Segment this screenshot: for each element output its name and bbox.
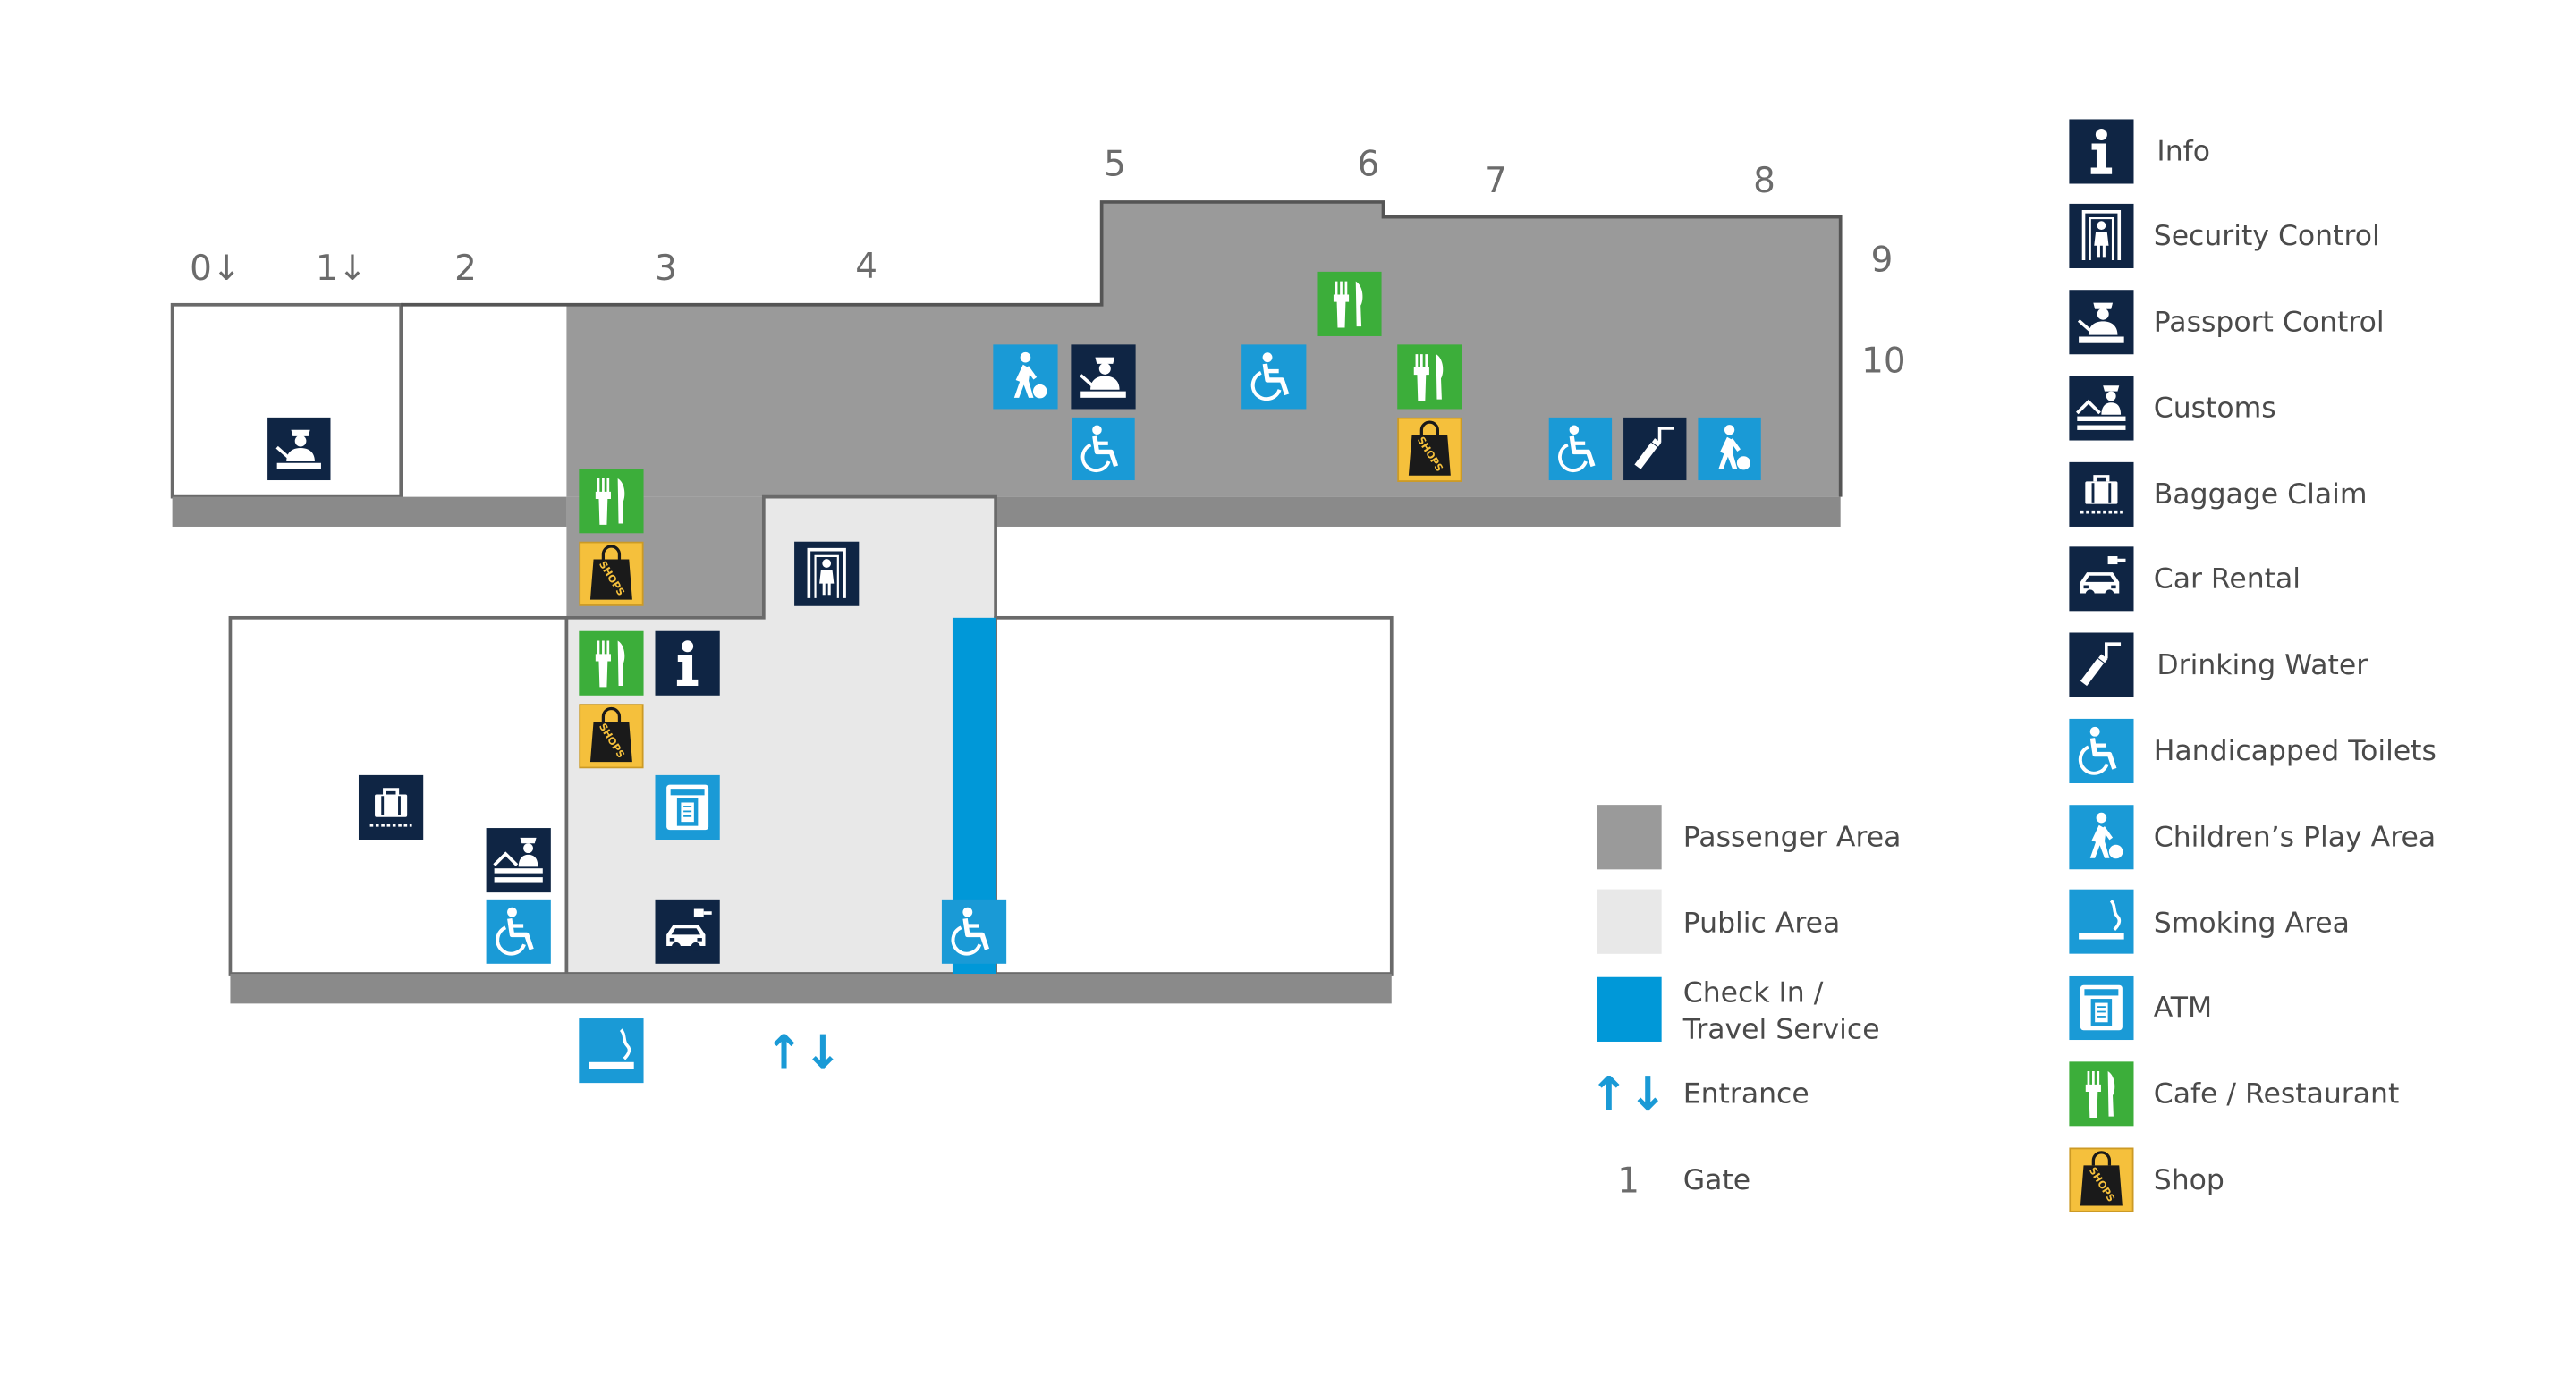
passport-control-icon (1070, 344, 1137, 410)
legend-label-public: Public Area (1683, 908, 1841, 940)
legend-car-rental-icon (2069, 546, 2134, 612)
atm-icon (655, 774, 720, 841)
area-legend: Passenger Area Public Area Check In / Tr… (1589, 805, 1902, 1202)
legend-gate-number: 1 (1617, 1162, 1640, 1202)
gate-label-4: 4 (855, 247, 877, 287)
legend-label-checkin-1: Check In / (1683, 977, 1824, 1010)
legend-label-gate: Gate (1683, 1164, 1750, 1196)
handicapped-toilet-icon (1241, 344, 1306, 409)
gate-label-0: 0↓ (190, 249, 241, 289)
legend-label-cafe: Cafe / Restaurant (2154, 1077, 2400, 1110)
legend-label-smoking: Smoking Area (2154, 908, 2350, 940)
legend-label-drinking-water: Drinking Water (2157, 649, 2368, 681)
passport-control-icon (267, 417, 332, 481)
gate-label-7: 7 (1485, 161, 1507, 201)
legend-label-baggage: Baggage Claim (2154, 478, 2368, 511)
smoking-area-icon (578, 1018, 645, 1084)
gate-label-3: 3 (655, 249, 677, 289)
drinking-water-icon (1622, 417, 1689, 481)
shop-icon (578, 704, 645, 769)
legend-label-checkin-2: Travel Service (1682, 1013, 1880, 1045)
baggage-claim-icon (358, 774, 425, 841)
cafe-icon (578, 630, 645, 696)
handicapped-toilet-icon (487, 900, 551, 964)
shop-icon (1396, 417, 1463, 482)
gate-label-10: 10 (1861, 342, 1905, 382)
gate-label-5: 5 (1104, 144, 1126, 184)
legend-smoking-icon (2069, 889, 2134, 954)
handicapped-toilet-icon (942, 900, 1006, 964)
legend-baggage-icon (2069, 461, 2134, 527)
legend-play-area-icon (2069, 805, 2133, 869)
map-icons: ↑↓ (267, 271, 1761, 1084)
legend-shop-icon (2069, 1147, 2134, 1212)
legend-entrance-arrows: ↑↓ (1589, 1068, 1667, 1121)
gate-labels: 0↓ 1↓ 2 3 4 5 6 7 8 9 10 (190, 144, 1905, 381)
legend-passport-icon (2069, 290, 2134, 355)
legend-swatch-checkin (1597, 976, 1662, 1042)
passenger-area-outline (401, 200, 1843, 497)
legend-label-play-area: Children’s Play Area (2154, 821, 2436, 853)
legend-label-car-rental: Car Rental (2154, 562, 2301, 595)
legend-label-atm: ATM (2154, 992, 2212, 1024)
legend-info-icon (2069, 119, 2134, 184)
car-rental-icon (655, 899, 720, 964)
security-control-icon (793, 541, 860, 606)
play-area-icon (1698, 418, 1760, 480)
info-icon (655, 630, 720, 696)
legend-swatch-passenger (1597, 805, 1662, 870)
customs-icon (485, 828, 552, 893)
legend-customs-icon (2069, 376, 2134, 441)
gate-label-1: 1↓ (316, 249, 367, 289)
legend-label-passport: Passport Control (2154, 306, 2385, 338)
cafe-icon (1317, 271, 1382, 336)
shop-icon (578, 541, 645, 606)
legend-security-icon (2069, 203, 2134, 269)
legend-wheelchair-icon (2069, 719, 2133, 783)
lower-right-room (994, 615, 1394, 976)
entrance-arrows: ↑↓ (765, 1026, 843, 1080)
legend-cafe-icon (2069, 1061, 2134, 1127)
handicapped-toilet-icon (1549, 418, 1612, 480)
legend-label-security: Security Control (2154, 220, 2380, 252)
play-area-icon (993, 344, 1057, 409)
upper-wall-left (172, 496, 567, 527)
lower-wall (230, 974, 1392, 1004)
upper-wall-right (996, 496, 1841, 527)
legend-label-customs: Customs (2154, 393, 2276, 425)
legend-label-shop: Shop (2154, 1164, 2224, 1196)
legend-label-handicapped: Handicapped Toilets (2154, 735, 2436, 767)
legend-swatch-public (1597, 889, 1662, 954)
handicapped-toilet-icon (1072, 418, 1134, 480)
floor-plan (170, 200, 1843, 1004)
cafe-icon (578, 469, 645, 534)
gate-label-2: 2 (454, 249, 477, 289)
legend-label-entrance: Entrance (1683, 1077, 1809, 1110)
gate-label-9: 9 (1871, 241, 1894, 281)
cafe-icon (1396, 344, 1463, 410)
legend-atm-icon (2069, 975, 2134, 1041)
legend-label-passenger: Passenger Area (1683, 821, 1902, 853)
gate-label-6: 6 (1357, 144, 1379, 184)
legend-drinking-water-icon (2069, 632, 2134, 697)
legend-label-info: Info (2157, 136, 2210, 168)
gate-label-8: 8 (1753, 161, 1775, 201)
icon-legend: Info Security Control Passport Control C… (2069, 119, 2436, 1212)
